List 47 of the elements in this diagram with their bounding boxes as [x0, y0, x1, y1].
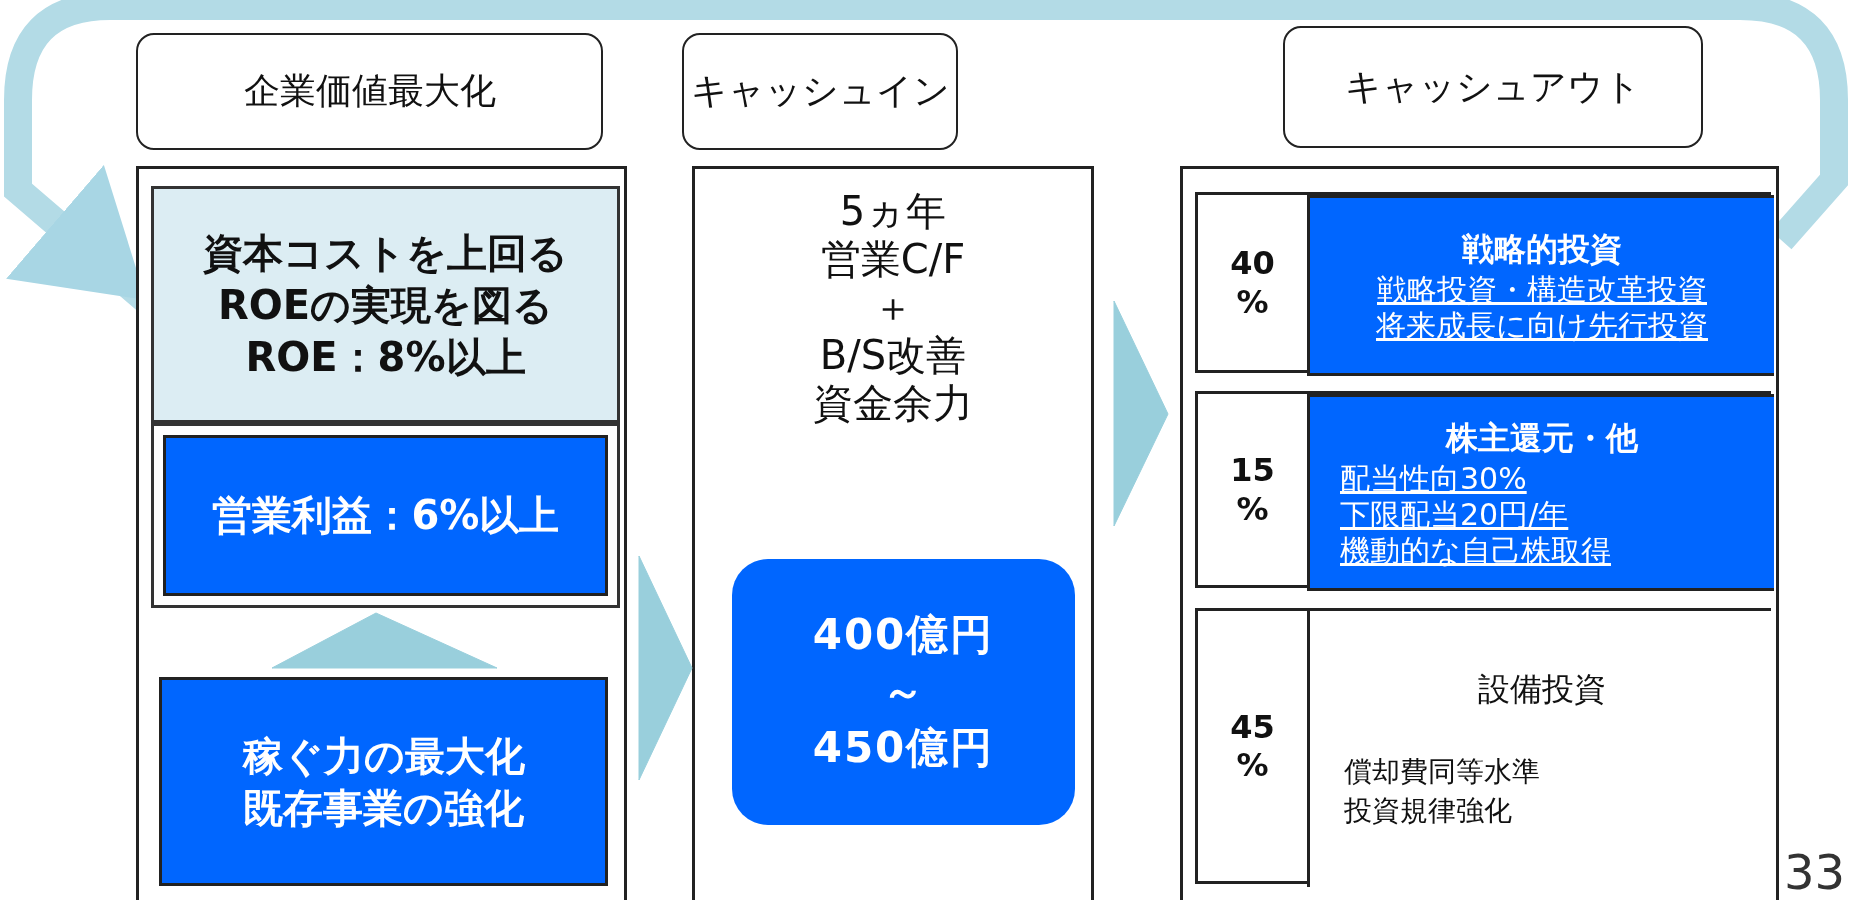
heading: 企業価値最大化: [243, 69, 496, 113]
strategy-text: 稼ぐ力の最大化: [242, 731, 525, 781]
panel: [692, 166, 1094, 900]
allocation-box: [1307, 195, 1774, 376]
strategy-box: [159, 677, 608, 886]
allocation-heading: 設備投資: [1478, 668, 1606, 710]
cash-source-text: ＋: [873, 283, 913, 331]
heading: キャッシュアウト: [1345, 64, 1641, 109]
allocation-link: 機動的な自己株取得: [1340, 532, 1611, 569]
panel: [1180, 166, 1779, 900]
cash-source-text: 5ヵ年: [839, 187, 947, 235]
cash-source-text: 資金余力: [813, 379, 973, 427]
amount-text: 450億円: [812, 722, 995, 775]
percent-text: 45 %: [1229, 707, 1276, 785]
goal-box: [151, 186, 620, 423]
allocation-link: 戦略投資・構造改革投資: [1377, 271, 1707, 308]
chevron-arrow: [1113, 300, 1169, 527]
strategy-text: 既存事業の強化: [243, 783, 524, 833]
amount-text: ～: [881, 665, 926, 718]
allocation-link: 将来成長に向け先行投資: [1376, 307, 1708, 344]
goal-text: 資本コストを上回るROEの実現を図るROE：8%以上: [202, 228, 569, 382]
target-box: [151, 423, 620, 608]
percent-text: 15 %: [1229, 451, 1276, 528]
allocation-box: [1307, 394, 1774, 591]
amount-text: 400億円: [812, 608, 995, 661]
allocation-row: [1195, 391, 1771, 588]
allocation-row: [1195, 192, 1771, 373]
chevron-arrow: [271, 612, 498, 669]
allocation-item: 投資規律強化: [1344, 793, 1512, 829]
allocation-link: 配当性向30%: [1340, 460, 1527, 497]
heading-box: [136, 33, 603, 150]
percent-text: 40 %: [1229, 244, 1276, 321]
heading-box: [682, 33, 958, 150]
panel: [136, 166, 627, 900]
heading-box: [1283, 26, 1703, 148]
allocation-link: 下限配当20円/年: [1340, 496, 1569, 533]
amount-box: [732, 559, 1075, 825]
allocation-heading: 戦略的投資: [1462, 228, 1622, 270]
cash-source-text: B/S改善: [819, 331, 967, 379]
allocation-item: 償却費同等水準: [1344, 753, 1540, 790]
heading: キャッシュイン: [690, 69, 950, 113]
cash-source-text: 営業C/F: [820, 235, 966, 283]
target-text: 営業利益：6%以上: [163, 435, 608, 596]
allocation-heading: 株主還元・他: [1446, 417, 1638, 459]
page-number: 33: [1784, 848, 1846, 896]
chevron-arrow: [638, 555, 693, 781]
allocation-box: [1307, 611, 1774, 887]
